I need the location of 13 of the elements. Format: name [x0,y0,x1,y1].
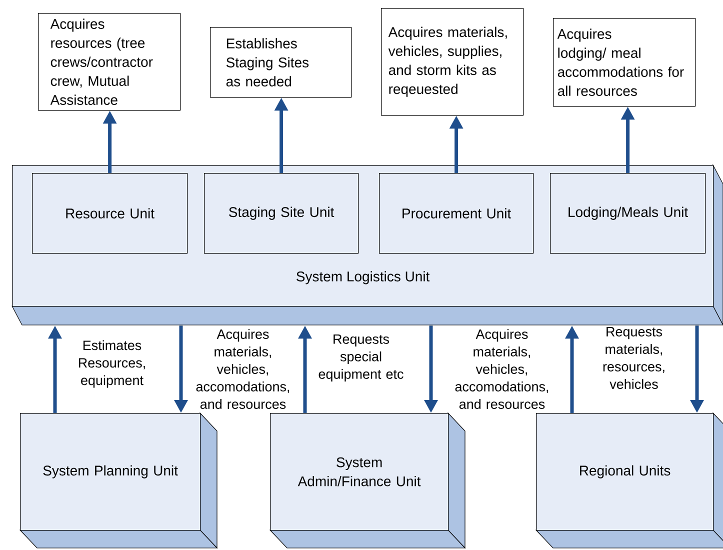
edge-label: Estimates Resources, equipment [67,340,157,388]
note-box: Acquires materials, vehicles, supplies, and storm kits as reqeuested [381,8,524,116]
note-box: Acquires lodging/ meal accommodations for all resources [553,18,696,107]
note-box: Establishes Staging Sites as needed [210,27,352,98]
unit-box: Lodging/Meals Unit [550,173,706,254]
edge-label: Requests materials, resources, vehicles [589,327,679,389]
edge-label: Acquires materials, vehicles, accomodations, and resources [448,329,556,409]
unit-box: Staging Site Unit [204,173,359,254]
unit-box: Procurement Unit [379,173,534,254]
edge-label: Requests special equipment etc [316,334,406,382]
unit-box: Resource Unit [32,173,188,254]
note-box: Acquires resources (tree crews/contractor crew, Mutual Assistance [38,13,181,111]
edge-label: Acquires materials, vehicles, accomodations, and resources [189,329,297,409]
